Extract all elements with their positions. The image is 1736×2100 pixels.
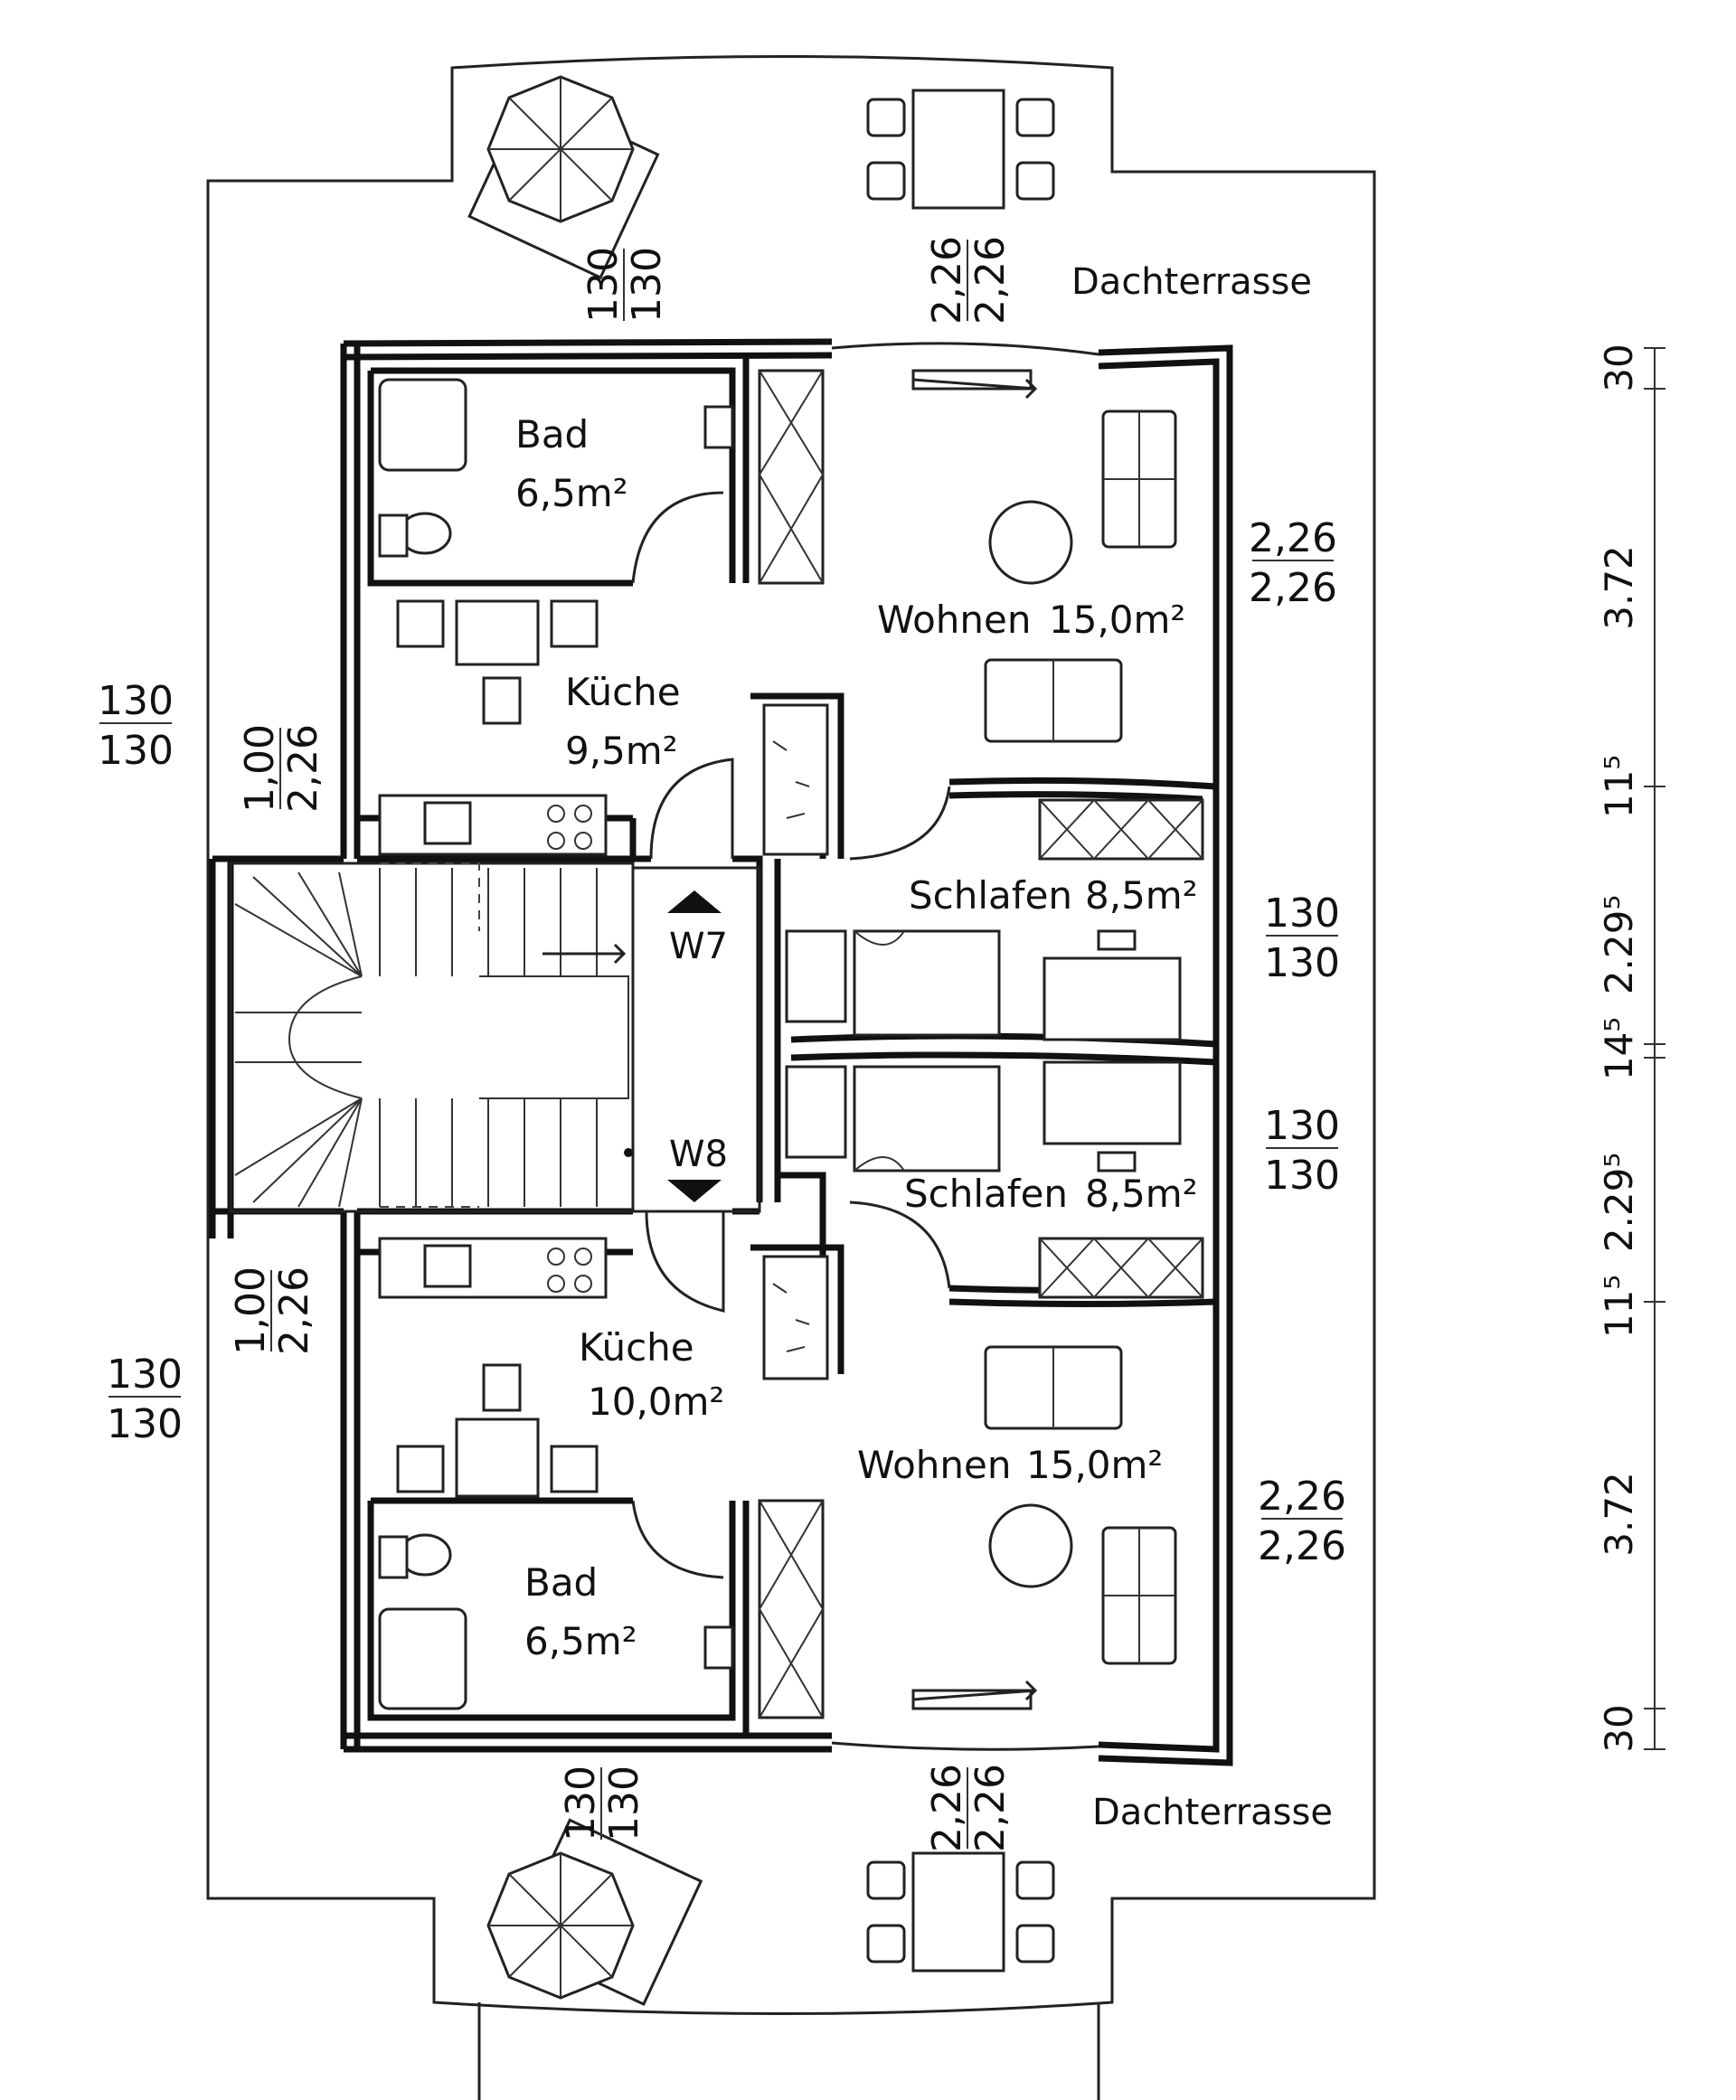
- umbrella-bottom: [486, 1818, 703, 2006]
- terrace-bottom-label: Dachterrasse: [1092, 1792, 1333, 1833]
- wohnen-top-name: Wohnen: [877, 598, 1031, 642]
- wohnen-bottom-area: 15,0m²: [1026, 1443, 1163, 1487]
- dim-chain-2: 11⁵: [1597, 755, 1641, 818]
- bad-bottom-area: 6,5m²: [524, 1619, 637, 1663]
- dim-chain-3: 2.29⁵: [1597, 895, 1641, 994]
- schlafen-top-area: 8,5m²: [1085, 873, 1198, 918]
- svg-text:130: 130: [1264, 1103, 1340, 1149]
- svg-text:130: 130: [601, 1766, 647, 1841]
- furniture-bottom: [378, 1060, 1204, 1719]
- bad-bottom-name: Bad: [524, 1560, 598, 1605]
- kueche-top-area: 9,5m²: [565, 729, 678, 773]
- svg-text:1,00: 1,00: [237, 724, 283, 813]
- svg-text:130: 130: [98, 678, 174, 724]
- svg-text:2,26: 2,26: [924, 236, 970, 325]
- terrace-table-top: [866, 89, 1055, 210]
- svg-text:2,26: 2,26: [924, 1764, 970, 1852]
- umbrella-top: [467, 75, 660, 279]
- svg-text:2,26: 2,26: [1258, 1523, 1346, 1569]
- svg-text:2,26: 2,26: [1249, 515, 1337, 561]
- svg-text:2,26: 2,26: [280, 724, 326, 813]
- svg-text:130: 130: [1264, 890, 1340, 937]
- svg-text:130: 130: [1264, 940, 1340, 986]
- kueche-top-name: Küche: [565, 670, 681, 714]
- dim-left-stair-upper: 1,00 2,26: [237, 724, 326, 813]
- wohnen-top-area: 15,0m²: [1049, 598, 1185, 642]
- svg-text:130: 130: [107, 1351, 183, 1398]
- building-walls: [209, 338, 1233, 1766]
- svg-text:1,00: 1,00: [228, 1267, 274, 1355]
- room-labels: Bad 6,5m² Küche 9,5m² Wohnen 15,0m² Schl…: [515, 261, 1333, 1833]
- wohnen-bottom-name: Wohnen: [857, 1443, 1011, 1487]
- svg-text:130: 130: [1264, 1153, 1340, 1199]
- dim-left-lower: 130 130: [107, 1351, 183, 1447]
- dim-chain-0: 30: [1597, 344, 1641, 391]
- svg-text:2,26: 2,26: [967, 236, 1014, 325]
- dim-bottom-left: 130 130: [558, 1766, 647, 1841]
- doors: [631, 491, 951, 1579]
- dim-right-mid-upper: 130 130: [1264, 890, 1340, 986]
- kueche-bottom-area: 10,0m²: [588, 1380, 724, 1424]
- svg-text:2,26: 2,26: [967, 1764, 1014, 1852]
- dim-chain-8: 30: [1597, 1704, 1641, 1752]
- dim-right-bottom: 2,26 2,26: [1258, 1474, 1346, 1569]
- dim-top-center: 2,26 2,26: [924, 236, 1014, 325]
- terrace-furniture: [467, 75, 1055, 2006]
- window-label-w7: W7: [669, 926, 728, 967]
- svg-text:130: 130: [98, 728, 174, 774]
- furniture-top: [378, 369, 1204, 1041]
- dim-chain-6: 11⁵: [1597, 1275, 1641, 1338]
- dim-right-mid-lower: 130 130: [1264, 1103, 1340, 1199]
- schlafen-bottom-name: Schlafen: [904, 1172, 1068, 1216]
- terrace-outline: [206, 55, 1376, 2100]
- dim-left-stair-lower: 1,00 2,26: [228, 1267, 317, 1355]
- schlafen-top-name: Schlafen: [909, 873, 1072, 918]
- svg-text:2,26: 2,26: [1258, 1474, 1346, 1520]
- dimension-chain: 30 3.72 11⁵ 2.29⁵ 14⁵ 2.29⁵ 11⁵ 3.72 30: [1597, 344, 1665, 1753]
- dim-chain-5: 2.29⁵: [1597, 1153, 1641, 1252]
- bad-top-area: 6,5m²: [515, 471, 628, 515]
- dim-chain-4: 14⁵: [1597, 1017, 1641, 1080]
- dim-bottom-center: 2,26 2,26: [924, 1764, 1014, 1852]
- svg-text:2,26: 2,26: [271, 1267, 317, 1355]
- dim-chain-1: 3.72: [1597, 545, 1641, 630]
- schlafen-bottom-area: 8,5m²: [1085, 1172, 1198, 1216]
- terrace-table-bottom: [866, 1851, 1055, 1973]
- dim-chain-7: 3.72: [1597, 1472, 1641, 1557]
- svg-text:2,26: 2,26: [1249, 565, 1337, 611]
- dim-right-top: 2,26 2,26: [1249, 515, 1337, 611]
- window-dimensions: 130 130 2,26 2,26 2,26 2,26 130 130 1,00…: [98, 236, 1346, 1852]
- bad-top-name: Bad: [515, 412, 589, 457]
- dim-top-left: 130 130: [580, 247, 670, 323]
- svg-text:130: 130: [624, 247, 670, 323]
- dim-left-upper: 130 130: [98, 678, 174, 774]
- staircase: [229, 862, 761, 1213]
- svg-text:130: 130: [107, 1401, 183, 1447]
- window-label-w8: W8: [669, 1134, 728, 1175]
- svg-text:130: 130: [558, 1766, 604, 1841]
- svg-text:130: 130: [580, 247, 627, 323]
- terrace-top-label: Dachterrasse: [1071, 261, 1312, 303]
- kueche-bottom-name: Küche: [579, 1325, 694, 1370]
